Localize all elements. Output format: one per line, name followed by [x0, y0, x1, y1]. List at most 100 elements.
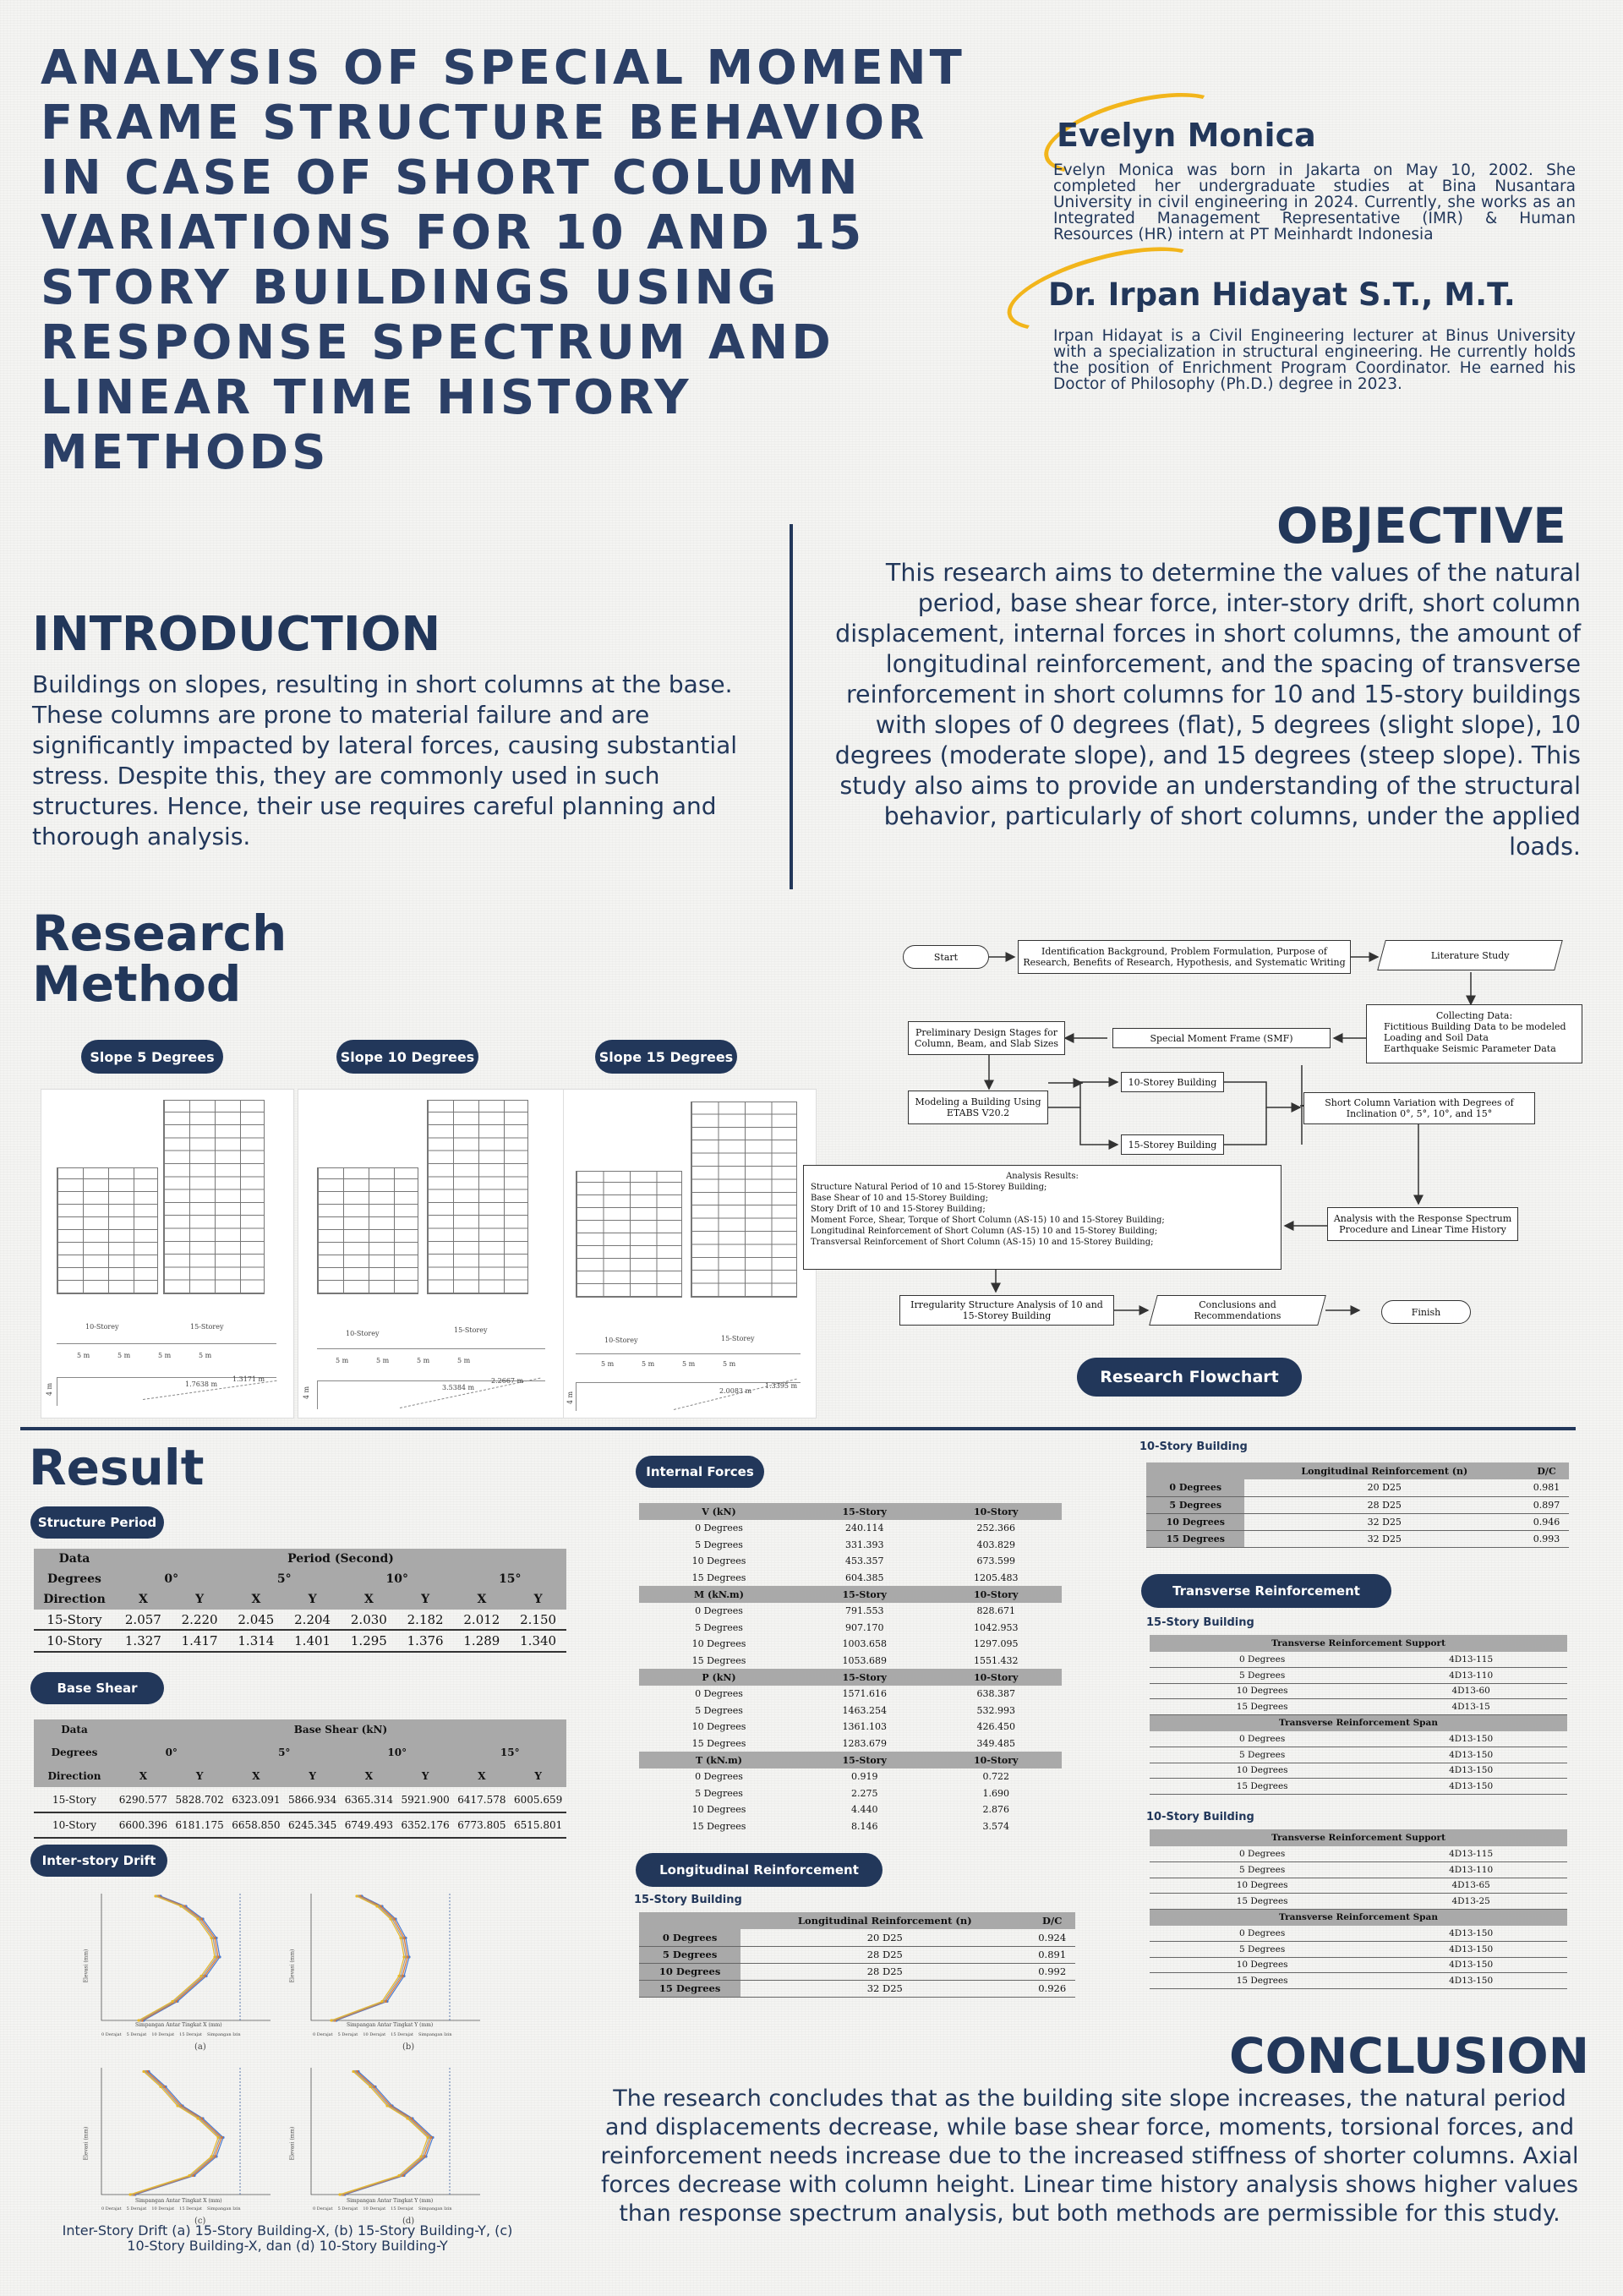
drift-sub-a: (a) — [194, 2042, 206, 2052]
legend-item: 0 Derajat — [101, 2206, 122, 2211]
frame-10-storey — [57, 1167, 158, 1294]
cell: 4D13-150 — [1449, 1749, 1494, 1760]
method-heading-line-2: Method — [32, 955, 242, 1013]
slope-dim-b: 1.3395 m — [765, 1382, 798, 1390]
th-dir: X — [138, 1593, 148, 1606]
base-line — [576, 1353, 801, 1354]
cell: 532.993 — [976, 1704, 1015, 1716]
section-divider-vertical — [790, 524, 793, 889]
bay-label: 5 m — [601, 1360, 615, 1368]
drift-caption: Inter-Story Drift (a) 15-Story Building-… — [62, 2222, 513, 2254]
slope-10-drawing: 10-Storey 15-Storey 5 m 5 m 5 m 5 m 3.53… — [298, 1089, 565, 1419]
section-elevation — [57, 1377, 276, 1406]
slope-5-label: Slope 5 Degrees — [81, 1040, 223, 1074]
th-data: Data — [58, 1552, 90, 1566]
long-10-title: 10-Story Building — [1139, 1440, 1248, 1453]
cell: 6749.493 — [344, 1819, 393, 1831]
cell: 10-Story — [974, 1671, 1019, 1683]
legend-item: Simpangan Izin — [418, 2032, 452, 2037]
bay-label: 5 m — [682, 1360, 696, 1368]
cell: 5 Degrees — [1146, 1496, 1245, 1513]
drift-point — [216, 2135, 220, 2140]
drift-ylabel: Elevasi (mm) — [83, 2126, 90, 2161]
objective-text: This research aims to determine the valu… — [834, 559, 1581, 861]
drift-point — [426, 2135, 429, 2140]
drift-point — [369, 2085, 372, 2089]
cell: 1551.432 — [973, 1654, 1019, 1666]
cell: 6290.577 — [118, 1793, 167, 1806]
long-15-table: Longitudinal Reinforcement (n) D/C 0 Deg… — [639, 1912, 1075, 1998]
cell: 0.897 — [1533, 1499, 1560, 1511]
th-degree: 5° — [276, 1572, 292, 1586]
cell: 1053.689 — [842, 1654, 887, 1666]
drift-series-line — [336, 1895, 410, 2021]
cell: 0 Degrees — [639, 1929, 741, 1946]
cell: 0.946 — [1533, 1516, 1560, 1528]
label-15-storey: 15-Storey — [190, 1323, 224, 1331]
legend-item: 10 Derajat — [151, 2032, 175, 2037]
slope-dim-a: 1.7638 m — [185, 1380, 218, 1388]
th-dir: Y — [421, 1770, 429, 1782]
th-dir: Y — [308, 1593, 317, 1606]
th-dir: Y — [309, 1770, 316, 1782]
flowchart-arrows — [984, 952, 1476, 1315]
flow-15-storey: 15-Storey Building — [1121, 1134, 1224, 1155]
cell: 6417.578 — [457, 1793, 506, 1806]
flow-analysis-results: Analysis Results: Structure Natural Peri… — [803, 1165, 1281, 1270]
cell: 2.150 — [520, 1611, 557, 1627]
drift-point — [154, 1894, 157, 1898]
legend-item: Simpangan Izin — [207, 2206, 241, 2211]
drift-series-line — [342, 2071, 432, 2195]
row-name: 15-Story — [52, 1793, 97, 1806]
th-dc: D/C — [1042, 1915, 1063, 1927]
flow-smf: Special Moment Frame (SMF) — [1112, 1028, 1331, 1048]
introduction-heading: INTRODUCTION — [32, 607, 441, 662]
flow-collecting-data: Collecting Data: Fictitious Building Dat… — [1366, 1004, 1582, 1063]
cell: 1.289 — [463, 1633, 500, 1648]
base-shear-label: Base Shear — [30, 1672, 164, 1704]
drift-xlabel: Simpangan Antar Tingkat Y (mm) — [347, 2022, 434, 2028]
cell: 10 Degrees — [1236, 1960, 1288, 1971]
th-degree: 0° — [165, 1747, 178, 1758]
cell: 10-Story — [974, 1588, 1019, 1600]
cell: 1463.254 — [842, 1704, 887, 1716]
drift-legend: 0 Derajat 5 Derajat 10 Derajat 15 Deraja… — [101, 2206, 279, 2211]
table-header-row: Longitudinal Reinforcement (n) D/C — [1146, 1462, 1569, 1479]
frame-15-storey — [163, 1100, 265, 1294]
cell: 4D13-65 — [1451, 1880, 1490, 1891]
th-degrees: Degrees — [47, 1572, 101, 1586]
table-header-row: Longitudinal Reinforcement (n) D/C — [639, 1912, 1075, 1929]
cell: 3.574 — [982, 1820, 1009, 1832]
table-header-row: Data Base Shear (kN) — [34, 1719, 566, 1740]
drift-point — [389, 1917, 392, 1921]
cell: 604.385 — [844, 1572, 884, 1583]
drift-series-line — [344, 2071, 434, 2195]
drift-point — [128, 2193, 132, 2196]
cell: 4D13-150 — [1449, 1734, 1494, 1744]
section-elevation — [576, 1382, 801, 1411]
legend-item: 10 Derajat — [363, 2032, 386, 2037]
cell: 426.450 — [976, 1721, 1015, 1733]
cell: 10 Degrees — [1146, 1513, 1245, 1530]
label-10-storey: 10-Storey — [604, 1337, 638, 1344]
flow-analysis-method: Analysis with the Response Spectrum Proc… — [1327, 1207, 1518, 1241]
drift-series-line — [129, 2071, 219, 2195]
cell: 15-Story — [842, 1506, 887, 1517]
base-line — [57, 1343, 276, 1344]
cell: 15 Degrees — [1236, 1975, 1288, 1986]
flow-variation: Short Column Variation with Degrees of I… — [1303, 1092, 1535, 1124]
cell: 15 Degrees — [691, 1572, 746, 1583]
table-header-row: Data Period (Second) — [34, 1549, 566, 1569]
slope-10-label: Slope 10 Degrees — [336, 1040, 478, 1074]
